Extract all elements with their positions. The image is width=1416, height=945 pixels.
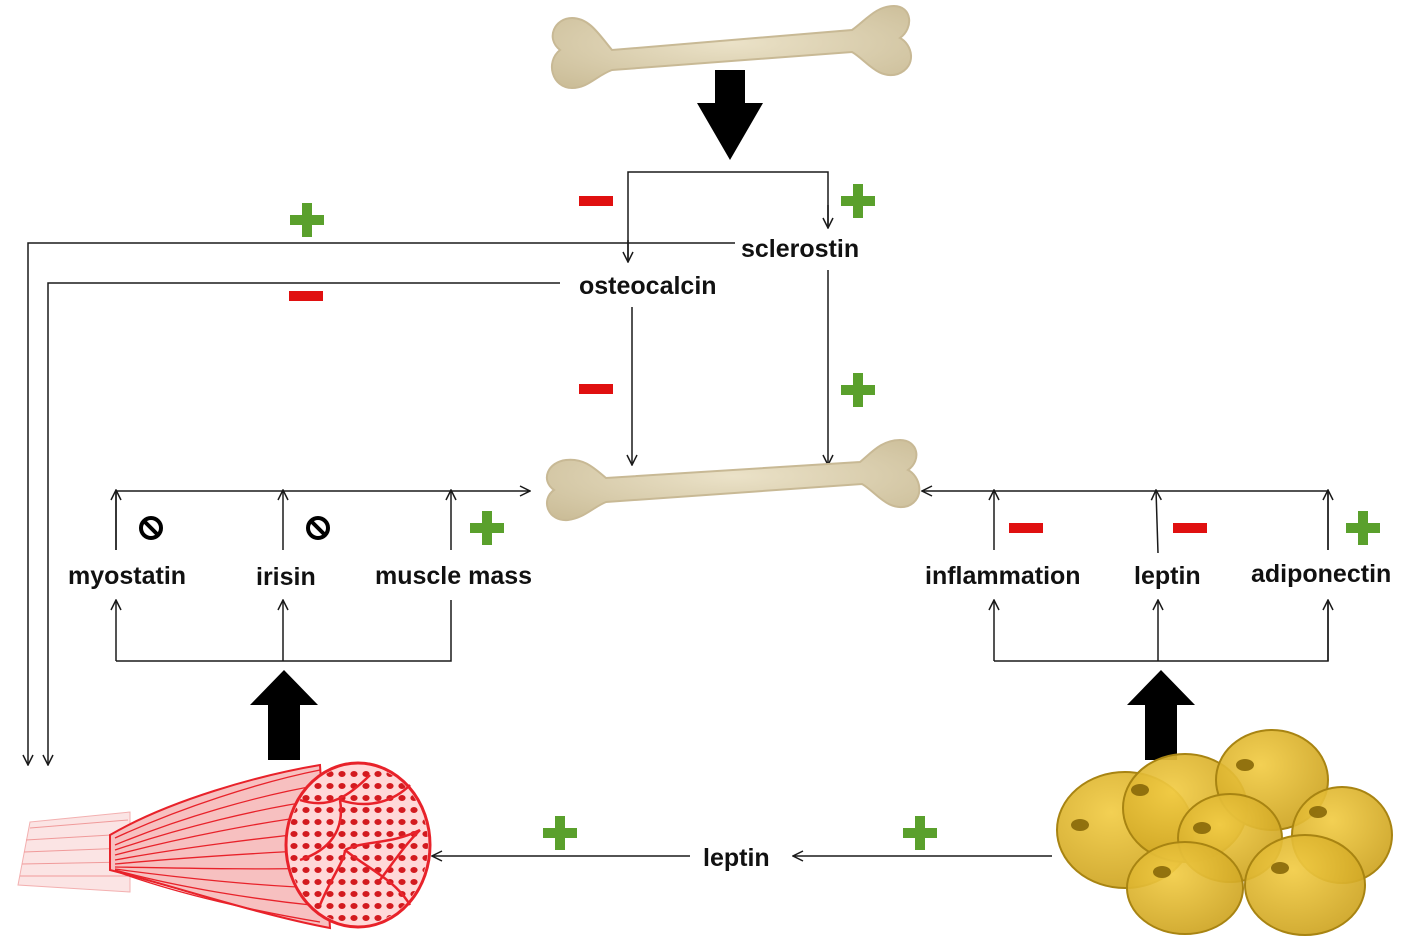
down-arrow-icon xyxy=(697,70,763,160)
minus-sign-icon xyxy=(1173,523,1207,533)
hormone-to-bone-arrows xyxy=(632,270,828,465)
top-bone-icon xyxy=(551,4,912,90)
muscle-mass-label: muscle mass xyxy=(375,562,533,590)
inhibit-icon xyxy=(139,516,163,540)
muscle-factor-connectors xyxy=(116,490,530,662)
sclerostin-to-muscle-line xyxy=(28,242,735,765)
fat-factor-connectors xyxy=(922,490,1328,662)
plus-sign-icon xyxy=(1346,511,1380,545)
plus-sign-icon xyxy=(841,373,875,407)
minus-sign-icon xyxy=(289,291,323,301)
osteocalcin-label: osteocalcin xyxy=(579,272,717,300)
irisin-label: irisin xyxy=(256,563,316,591)
leptin-muscle-label: leptin xyxy=(703,844,770,872)
inflammation-label: inflammation xyxy=(925,562,1081,590)
plus-sign-icon xyxy=(903,816,937,850)
myostatin-label: myostatin xyxy=(68,562,187,590)
osteocalcin-to-muscle-line xyxy=(48,282,560,765)
sclerostin-label: sclerostin xyxy=(741,235,860,263)
muscle-icon xyxy=(17,761,432,930)
plus-sign-icon xyxy=(290,203,324,237)
inhibit-icon xyxy=(306,516,330,540)
plus-sign-icon xyxy=(841,184,875,218)
up-arrow-icon xyxy=(1127,670,1195,760)
minus-sign-icon xyxy=(579,384,613,394)
minus-sign-icon xyxy=(579,196,613,206)
fat-cells-icon xyxy=(1056,729,1393,936)
plus-sign-icon xyxy=(543,816,577,850)
leptin-fat-label: leptin xyxy=(1134,562,1201,590)
adiponectin-label: adiponectin xyxy=(1251,560,1392,588)
up-arrow-icon xyxy=(250,670,318,760)
plus-sign-icon xyxy=(470,511,504,545)
minus-sign-icon xyxy=(1009,523,1043,533)
middle-bone-icon xyxy=(545,438,921,522)
